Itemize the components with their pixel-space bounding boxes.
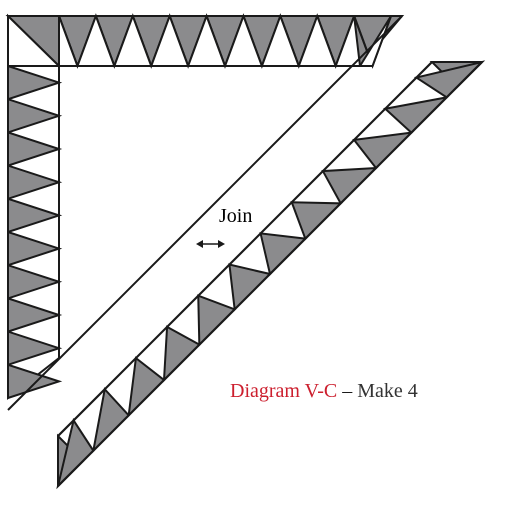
join-double-arrow (196, 240, 225, 248)
join-label: Join (219, 205, 252, 228)
top-strip-white-triangle (358, 15, 392, 67)
strip-outlines (7, 15, 483, 487)
diagram-instruction: Make 4 (357, 380, 418, 402)
join-text: Join (219, 205, 253, 227)
top-border-strip (5, 13, 405, 69)
diag-strip-upper-edge (57, 61, 433, 437)
diagram-caption: Diagram V-C – Make 4 (230, 380, 418, 403)
left-border-strip (7, 64, 63, 401)
diag-strip-lower-edge (57, 61, 483, 487)
top-piece-long-diagonal (7, 15, 403, 411)
caption-separator: – (337, 380, 358, 402)
diagram-name: Diagram V-C (230, 380, 338, 402)
